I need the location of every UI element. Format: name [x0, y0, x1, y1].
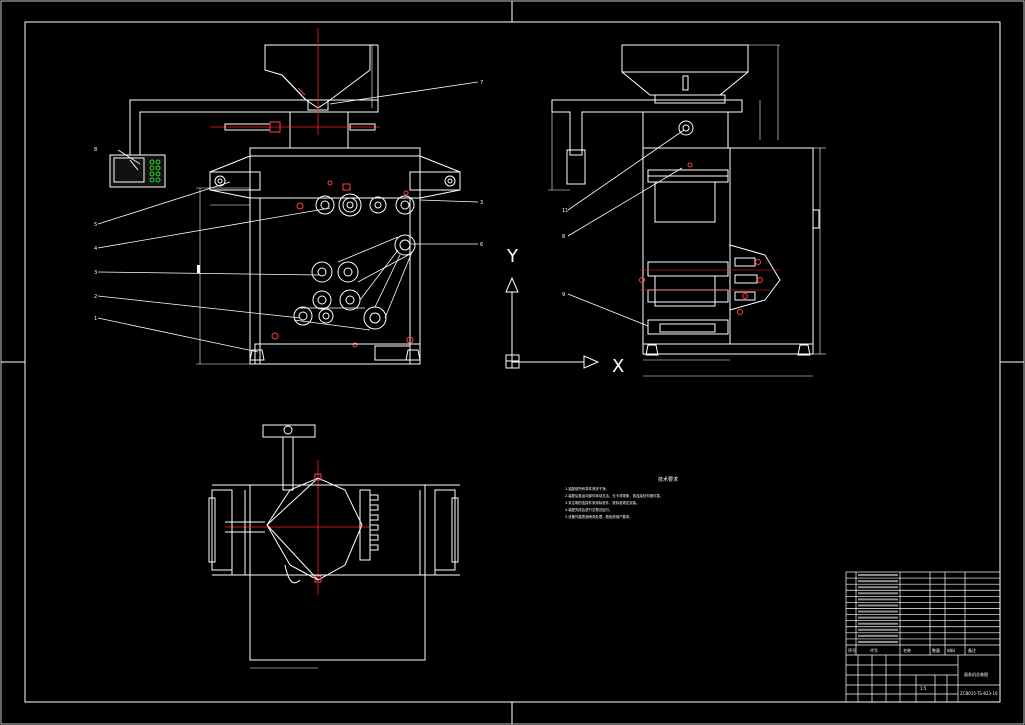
parts-row-text	[858, 622, 898, 625]
top-hopper-hex	[266, 477, 363, 581]
callout-label-5: 5	[94, 222, 97, 228]
callout-label-top-7: 7	[480, 80, 483, 86]
parts-row-text	[858, 574, 898, 577]
title-scale: 1:5	[920, 686, 927, 691]
top-view[interactable]	[208, 424, 460, 669]
roller-group	[293, 193, 416, 330]
title-drawing-name: 面条机总装图	[964, 671, 988, 677]
note-5: 5.设备外露表面喷漆处理，颜色按用户要求。	[565, 514, 633, 519]
note-1: 1.装配前所有零件清洗干净。	[565, 486, 609, 491]
header-col-3: 数量	[932, 647, 940, 653]
title-block[interactable]	[845, 571, 1001, 703]
side-callout-9: 9	[562, 292, 565, 298]
header-col-4: 材料	[947, 647, 955, 653]
callout-label-3: 3	[94, 270, 97, 276]
parts-row-text	[858, 634, 898, 637]
callout-label-right-6: 6	[480, 242, 483, 248]
side-hopper	[621, 44, 749, 96]
notes-title: 技术要求	[658, 476, 678, 483]
header-col-2: 名称	[903, 647, 911, 653]
parts-row-text	[858, 580, 898, 583]
technical-notes: 技术要求 1.装配前所有零件清洗干净。 2.装配后各运动部件转动灵活，无卡滞现象…	[565, 476, 678, 519]
parts-row-text	[858, 586, 898, 589]
parts-row-text	[858, 616, 898, 619]
side-callout-8: 8	[562, 234, 565, 240]
side-callout-11: 11	[562, 208, 568, 214]
callout-label-right-3: 3	[480, 200, 483, 206]
header-col-0: 序号	[848, 647, 856, 653]
side-view[interactable]	[548, 44, 826, 377]
title-drawing-no: ZCB015-TS-823-10	[960, 691, 998, 696]
note-3: 3.未注明的连接件采用标准件，按标准规定安装。	[565, 500, 639, 505]
header-col-1: 代号	[870, 647, 878, 653]
callout-label-2: 2	[94, 294, 97, 300]
parts-row-text	[858, 640, 898, 643]
note-4: 4.装配完成后进行空载试运行。	[565, 507, 612, 512]
header-col-5: 备注	[968, 647, 976, 653]
ucs-icon	[505, 276, 600, 369]
parts-row-text	[858, 592, 898, 595]
parts-row-text	[858, 628, 898, 631]
front-view[interactable]	[109, 28, 461, 365]
front-callouts	[97, 81, 479, 353]
parts-row-text	[858, 610, 898, 613]
side-callouts	[567, 129, 685, 327]
parts-row-text	[858, 604, 898, 607]
axis-y-label: Y	[506, 246, 519, 267]
note-2: 2.装配后各运动部件转动灵活，无卡滞现象，各连接处牢固可靠。	[565, 493, 663, 498]
callout-label-4: 4	[94, 246, 97, 252]
parts-row-text	[858, 598, 898, 601]
axis-x-label: X	[612, 356, 624, 377]
callout-label-1: 1	[94, 316, 97, 322]
callout-label-remote-8: 8	[94, 147, 97, 153]
support-arm	[129, 99, 379, 156]
hopper	[264, 44, 371, 109]
